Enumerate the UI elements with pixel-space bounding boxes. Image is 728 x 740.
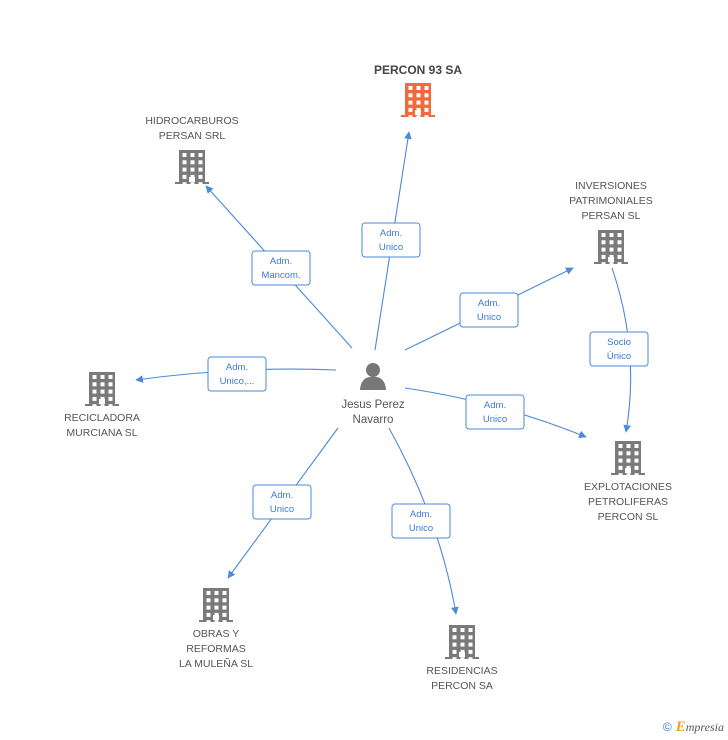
company-node-residencias[interactable]: RESIDENCIAS PERCON SA — [426, 625, 498, 692]
company-node-obras[interactable]: OBRAS Y REFORMAS LA MULEÑA SL — [179, 588, 253, 670]
edge-label-text: Unico — [379, 242, 403, 253]
building-icon — [611, 441, 645, 478]
edge-label-box — [251, 250, 311, 286]
edge-label-text: Adm. — [270, 256, 292, 267]
company-name-line: INVERSIONES — [575, 180, 647, 192]
edge-label-text: Unico — [270, 504, 294, 515]
building-icon — [175, 150, 209, 187]
brand-name: mpresia — [685, 720, 724, 734]
company-node-inversiones[interactable]: INVERSIONES PATRIMONIALES PERSAN SL — [569, 180, 653, 267]
edge-label-text: Adm. — [380, 228, 402, 239]
company-name-line: PERCON SL — [598, 511, 659, 523]
company-name-line: OBRAS Y — [193, 628, 240, 640]
copyright-symbol: © — [662, 720, 672, 734]
edge-label-text: Adm. — [478, 298, 500, 309]
company-name-line: PERCON 93 SA — [374, 63, 462, 77]
edge-label-text: Unico — [483, 414, 507, 425]
edge-label-box — [589, 331, 649, 367]
edge-label-text: Adm. — [226, 362, 248, 373]
edge-label-box — [459, 292, 519, 328]
edge-label-inversiones[interactable]: Adm. Unico — [459, 292, 519, 328]
edge-label-text: Adm. — [410, 509, 432, 520]
edge-label-text: Unico — [409, 523, 433, 534]
edge-label-box — [391, 503, 451, 539]
edge-label-percon93[interactable]: Adm. Unico — [361, 222, 421, 258]
edge-label-box — [361, 222, 421, 258]
company-node-recicladora[interactable]: RECICLADORA MURCIANA SL — [64, 372, 140, 439]
edge-label-text: Unico — [477, 312, 501, 323]
company-name-line: PERCON SA — [431, 680, 493, 692]
building-icon — [594, 230, 628, 267]
edge-label-text: Único — [607, 351, 631, 362]
edge-label-explotaciones[interactable]: Adm. Unico — [465, 394, 525, 430]
edge-label-text: Mancom. — [261, 270, 300, 281]
company-name-line: LA MULEÑA SL — [179, 657, 253, 670]
company-name-line: MURCIANA SL — [66, 427, 137, 439]
building-icon — [445, 625, 479, 662]
edge-label-text: Socio — [607, 337, 631, 348]
company-name-line: PETROLIFERAS — [588, 496, 668, 508]
edge-label-text: Unico,... — [220, 376, 255, 387]
edge-label-box — [207, 356, 267, 392]
company-name-line: RESIDENCIAS — [426, 665, 497, 677]
edge-label-obras[interactable]: Adm. Unico — [252, 484, 312, 520]
brand-initial: E — [675, 719, 686, 735]
company-name-line: PERSAN SL — [582, 210, 641, 222]
edge-label-box — [465, 394, 525, 430]
company-name-line: RECICLADORA — [64, 412, 140, 424]
building-icon — [401, 83, 435, 120]
company-node-hidrocarburos[interactable]: HIDROCARBUROS PERSAN SRL — [145, 115, 239, 187]
company-name-line: PATRIMONIALES — [569, 195, 653, 207]
company-node-percon93[interactable]: PERCON 93 SA — [374, 63, 462, 120]
company-name-line: REFORMAS — [186, 643, 246, 655]
edge-label-residencias[interactable]: Adm. Unico — [391, 503, 451, 539]
person-name-line2: Navarro — [353, 414, 394, 426]
edge-label-hidrocarburos[interactable]: Adm. Mancom. — [251, 250, 311, 286]
edge-label-box — [252, 484, 312, 520]
building-icon — [85, 372, 119, 409]
edge-label-text: Adm. — [271, 490, 293, 501]
footer-brand[interactable]: ©Empresia — [663, 719, 724, 736]
company-name-line: EXPLOTACIONES — [584, 481, 672, 493]
company-name-line: PERSAN SRL — [159, 130, 226, 142]
edge-label-text: Adm. — [484, 400, 506, 411]
company-node-explotaciones[interactable]: EXPLOTACIONES PETROLIFERAS PERCON SL — [584, 441, 672, 523]
edge-label-recicladora[interactable]: Adm. Unico,... — [207, 356, 267, 392]
person-name-line1: Jesus Perez — [341, 399, 405, 411]
person-icon — [360, 363, 386, 390]
company-name-line: HIDROCARBUROS — [145, 115, 238, 127]
building-icon — [199, 588, 233, 625]
